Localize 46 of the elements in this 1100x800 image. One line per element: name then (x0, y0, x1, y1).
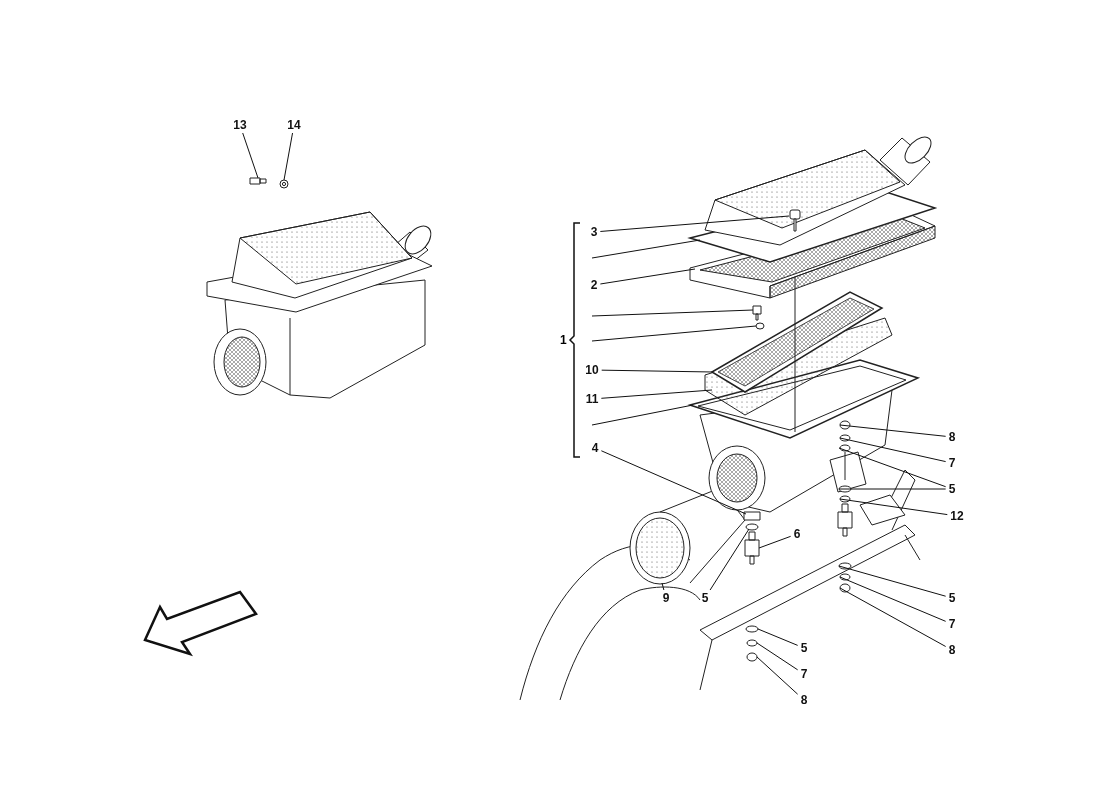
leader-line (838, 447, 947, 488)
callout-number: 9 (661, 591, 671, 605)
leader-line (838, 488, 947, 490)
leader-line (661, 582, 665, 591)
callout-number: 8 (947, 643, 957, 657)
leader-line (839, 576, 947, 622)
callout-number: 7 (947, 617, 957, 631)
callout-number: 6 (792, 527, 802, 541)
callout-number: 10 (584, 363, 600, 377)
leader-line (756, 642, 799, 671)
callout-number: 12 (949, 509, 965, 523)
leader-line (839, 587, 947, 647)
leader-line (599, 268, 696, 285)
callout-number: 13 (232, 118, 248, 132)
callout-number: 7 (947, 456, 957, 470)
callout-number: 7 (799, 667, 809, 681)
leader-line (839, 498, 948, 516)
leader-line (757, 628, 799, 646)
leader-line (839, 437, 947, 463)
callout-number: 5 (947, 482, 957, 496)
leader-line (242, 132, 259, 179)
callout-number: 11 (584, 392, 600, 406)
callout-number: 5 (947, 591, 957, 605)
leader-line (600, 389, 713, 399)
leader-line (709, 528, 750, 591)
leader-line (839, 424, 947, 437)
leader-line (599, 215, 790, 232)
callout-number: 1 (560, 333, 567, 347)
leader-line (591, 309, 754, 317)
leader-line (283, 132, 294, 181)
leader-line (758, 535, 792, 549)
callout-number: 3 (589, 225, 599, 239)
callout-number: 8 (799, 693, 809, 707)
leader-line (591, 404, 694, 426)
callout-number: 2 (589, 278, 599, 292)
leader-line (838, 565, 947, 597)
callout-number: 8 (947, 430, 957, 444)
callout-number: 4 (590, 441, 600, 455)
callout-number: 5 (700, 591, 710, 605)
callout-number: 14 (286, 118, 302, 132)
leader-line (600, 450, 747, 515)
leader-line (756, 656, 799, 695)
leader-line (591, 239, 701, 259)
leader-line (601, 369, 714, 373)
callout-number: 5 (799, 641, 809, 655)
leader-line (591, 325, 757, 342)
